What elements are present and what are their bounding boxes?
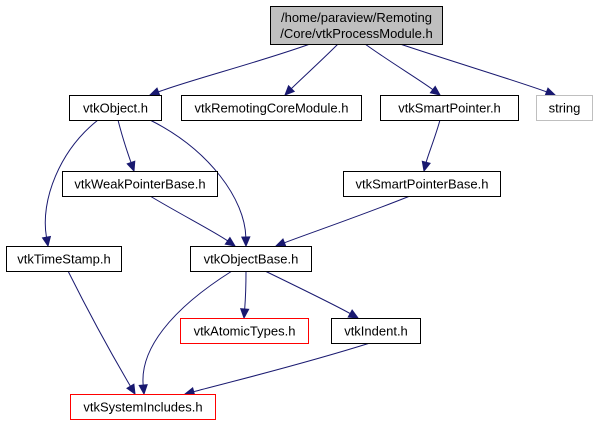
edge-root-to-string — [399, 43, 557, 97]
edge-root-to-vtkRemotingCoreModule — [284, 43, 339, 96]
edges-layer — [41, 43, 557, 397]
edge-line — [142, 270, 233, 386]
edge-arrowhead — [148, 87, 161, 97]
node-label: vtkWeakPointerBase.h — [74, 177, 205, 192]
edge-vtkObject-to-vtkWeakPointerBase — [117, 119, 136, 173]
edge-line — [244, 270, 247, 310]
node-box — [181, 95, 362, 121]
edge-arrowhead — [347, 309, 360, 319]
edge-arrowhead — [274, 238, 287, 248]
node-label: vtkSmartPointerBase.h — [356, 177, 489, 192]
node-box — [190, 246, 312, 272]
node-vtkTimeStamp[interactable]: vtkTimeStamp.h — [6, 246, 122, 272]
node-vtkSmartPointerBase[interactable]: vtkSmartPointerBase.h — [343, 171, 501, 197]
node-label: /Core/vtkProcessModule.h — [280, 26, 432, 41]
node-vtkSystemIncludes[interactable]: vtkSystemIncludes.h — [70, 394, 216, 420]
edge-arrowhead — [429, 85, 441, 96]
edge-vtkWeakPointerBase-to-vtkObjectBase — [149, 195, 237, 247]
edge-root-to-vtkSmartPointer — [364, 43, 441, 96]
node-box — [270, 6, 443, 45]
edge-vtkObject-to-vtkObjectBase — [149, 119, 251, 248]
node-box — [380, 95, 519, 121]
node-string[interactable]: string — [536, 95, 593, 121]
edge-line — [291, 43, 339, 89]
edge-line — [425, 119, 441, 163]
node-label: vtkAtomicTypes.h — [194, 324, 296, 339]
edge-vtkTimeStamp-to-vtkSystemIncludes — [67, 270, 136, 396]
edge-arrowhead — [421, 160, 431, 173]
node-box — [331, 318, 421, 344]
node-box — [70, 394, 216, 420]
edge-arrowhead — [41, 235, 52, 248]
edge-arrowhead — [126, 160, 136, 173]
node-label: string — [549, 101, 581, 116]
edge-arrowhead — [241, 236, 251, 248]
nodes-layer: /home/paraview/Remoting/Core/vtkProcessM… — [6, 6, 593, 420]
node-box — [69, 95, 162, 121]
edge-vtkSmartPointer-to-vtkSmartPointerBase — [421, 119, 441, 173]
edge-line — [158, 43, 311, 93]
node-box — [180, 318, 309, 344]
edge-line — [364, 43, 434, 91]
node-box — [6, 246, 122, 272]
node-label: /home/paraview/Remoting — [281, 10, 432, 25]
edge-vtkObjectBase-to-vtkSystemIncludes — [138, 270, 233, 396]
node-vtkIndent[interactable]: vtkIndent.h — [331, 318, 421, 344]
node-vtkRemotingCoreModule[interactable]: vtkRemotingCoreModule.h — [181, 95, 362, 121]
node-root: /home/paraview/Remoting/Core/vtkProcessM… — [270, 6, 443, 45]
node-vtkAtomicTypes[interactable]: vtkAtomicTypes.h — [180, 318, 309, 344]
edge-vtkObject-to-vtkTimeStamp — [41, 119, 99, 248]
edge-arrowhead — [239, 308, 250, 320]
edge-line — [149, 119, 247, 238]
node-box — [62, 171, 218, 197]
node-label: vtkTimeStamp.h — [17, 252, 110, 267]
edge-arrowhead — [284, 84, 296, 96]
node-label: vtkObject.h — [83, 101, 148, 116]
edge-line — [67, 270, 131, 387]
node-label: vtkIndent.h — [344, 324, 408, 339]
edge-root-to-vtkObject — [148, 43, 311, 97]
node-label: vtkSmartPointer.h — [398, 101, 501, 116]
edge-vtkSmartPointerBase-to-vtkObjectBase — [274, 195, 411, 248]
edge-line — [399, 43, 547, 93]
node-box — [343, 171, 501, 197]
edge-line — [193, 342, 371, 393]
edge-vtkObjectBase-to-vtkAtomicTypes — [239, 270, 250, 320]
node-label: vtkObjectBase.h — [204, 252, 299, 267]
node-vtkObject[interactable]: vtkObject.h — [69, 95, 162, 121]
node-vtkSmartPointer[interactable]: vtkSmartPointer.h — [380, 95, 519, 121]
edge-arrowhead — [138, 384, 148, 396]
node-vtkObjectBase[interactable]: vtkObjectBase.h — [190, 246, 312, 272]
node-label: vtkSystemIncludes.h — [83, 400, 202, 415]
node-vtkWeakPointerBase[interactable]: vtkWeakPointerBase.h — [62, 171, 218, 197]
edge-arrowhead — [544, 87, 557, 97]
edge-arrowhead — [224, 236, 237, 247]
edge-vtkObjectBase-to-vtkIndent — [264, 270, 360, 319]
edge-line — [284, 195, 411, 244]
edge-line — [149, 195, 228, 242]
edge-line — [117, 119, 132, 163]
edge-arrowhead — [126, 383, 136, 396]
edge-vtkIndent-to-vtkSystemIncludes — [183, 342, 371, 397]
edge-line — [264, 270, 351, 315]
edge-line — [44, 119, 99, 238]
node-box — [536, 95, 593, 121]
node-label: vtkRemotingCoreModule.h — [195, 101, 349, 116]
